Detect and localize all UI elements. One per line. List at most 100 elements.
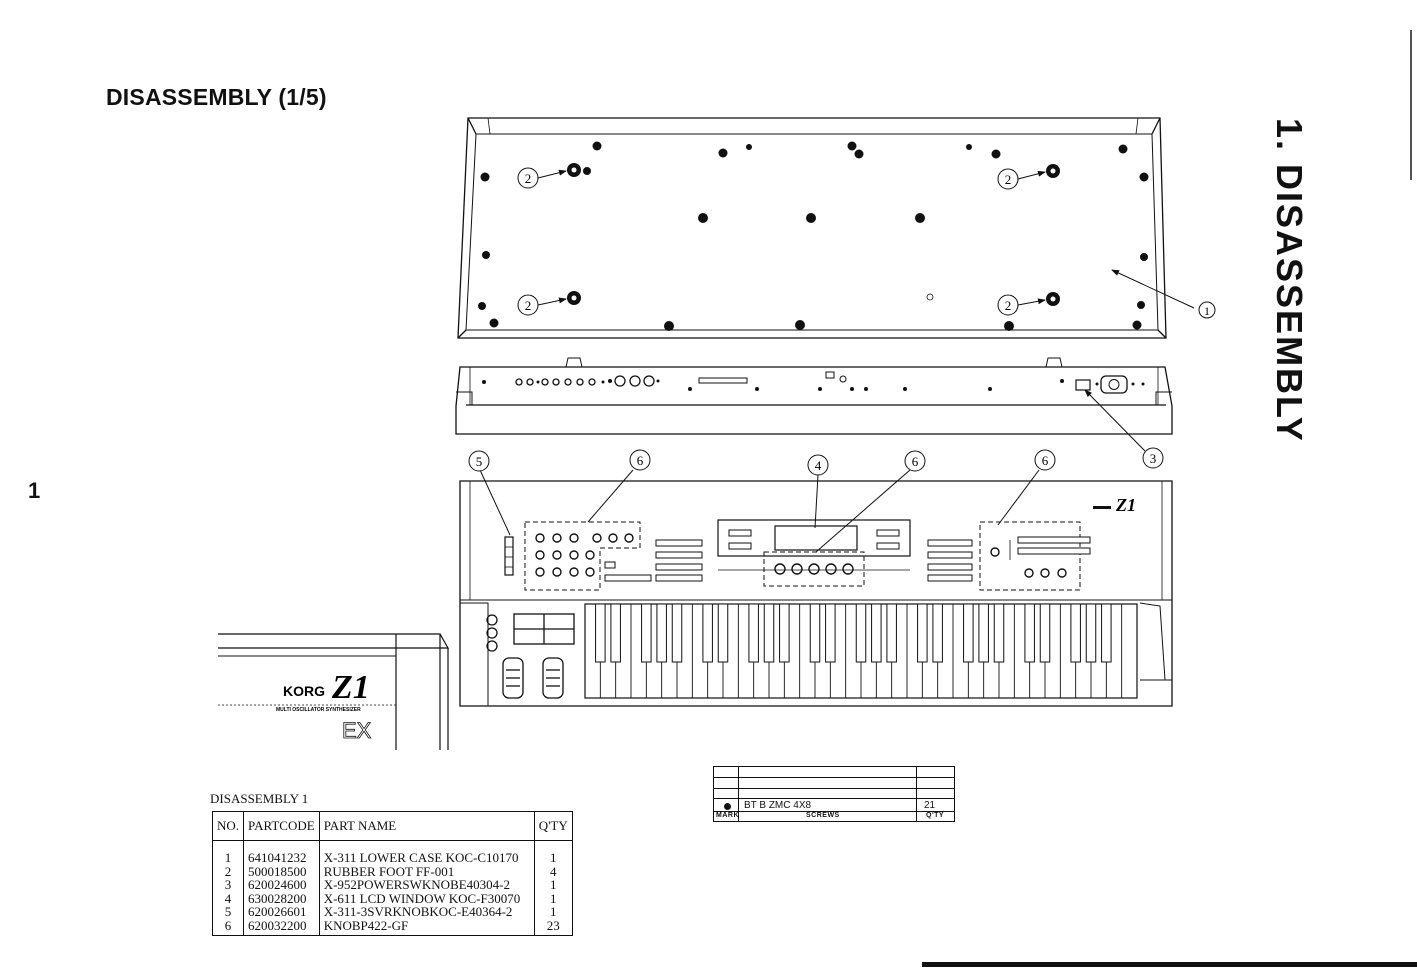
top-view-synthesizer — [459, 480, 1173, 707]
callout-2a: 2 — [517, 167, 539, 189]
top-view-model-text: Z1 — [1115, 495, 1136, 515]
cell-no: 1 — [211, 840, 245, 865]
cell-no: 2 — [211, 864, 245, 878]
section-side-title: 1. DISASSEMBLY — [1269, 118, 1310, 443]
logo-model-text: Z1 — [331, 669, 370, 706]
header-part-name: PART NAME — [318, 811, 535, 841]
black-key — [886, 603, 897, 663]
callout-2c-label: 2 — [525, 298, 532, 313]
screw-mark-label: MARK — [716, 812, 739, 819]
black-key — [641, 603, 652, 663]
black-key — [717, 603, 729, 663]
screw-table-rule — [714, 777, 954, 778]
rear-panel-jacks — [515, 375, 655, 387]
cell-no: 5 — [211, 905, 245, 919]
table-row: 3 620024600 X-952POWERSWKNOBE40304-2 1 — [211, 878, 573, 892]
table-row: 5 620026601 X-311-3SVRKNOBKOC-E40364-2 1 — [211, 905, 573, 919]
callout-3: 3 — [1142, 447, 1164, 469]
callout-2d: 2 — [997, 294, 1019, 316]
logo-brand-text: KORG — [283, 683, 325, 699]
screw-table-rule — [738, 767, 739, 821]
black-key — [748, 603, 759, 663]
callout-3-label: 3 — [1150, 451, 1157, 466]
black-key — [595, 603, 606, 663]
black-key — [1039, 603, 1051, 663]
screw-qty-label: Q'TY — [926, 812, 945, 819]
callout-1-label: 1 — [1204, 304, 1210, 318]
callout-2b-label: 2 — [1005, 172, 1012, 187]
black-key — [855, 603, 867, 663]
callout-arrows — [479, 169, 1195, 553]
side-margin-rule — [1410, 30, 1412, 180]
logo-detail-view — [218, 633, 450, 750]
panel-knobs — [535, 533, 1067, 578]
black-key — [993, 603, 1005, 663]
logo-variant-text: EX — [342, 718, 372, 743]
callout-2d-label: 2 — [1005, 298, 1012, 313]
cell-qty: 1 — [533, 905, 573, 919]
screw-screws-label: SCREWS — [806, 812, 840, 819]
wheels-and-joystick — [486, 613, 575, 699]
screw-table-rule — [714, 788, 954, 789]
black-key — [963, 603, 974, 663]
black-key — [932, 603, 943, 663]
cell-partcode: 630028200 — [243, 891, 320, 905]
callout-2a-label: 2 — [525, 171, 532, 186]
callout-6a-label: 6 — [637, 453, 644, 468]
cell-part-name: X-611 LCD WINDOW KOC-F30070 — [318, 891, 535, 905]
header-partcode: PARTCODE — [243, 811, 320, 841]
header-no: NO. — [211, 811, 245, 841]
screw-qty: 21 — [924, 800, 936, 811]
screw-mark-icon — [724, 803, 731, 810]
top-view-logo: Z1 — [1093, 495, 1136, 515]
black-key — [1085, 603, 1097, 663]
rear-panel-view — [455, 357, 1173, 435]
cell-partcode: 641041232 — [243, 840, 320, 865]
callout-2c: 2 — [517, 294, 539, 316]
cell-part-name: X-952POWERSWKNOBE40304-2 — [318, 878, 535, 892]
cell-part-name: X-311-3SVRKNOBKOC-E40364-2 — [318, 905, 535, 919]
lower-case-screw-holes — [478, 141, 1149, 331]
parts-table: NO. PARTCODE PART NAME Q'TY 1 641041232 … — [211, 811, 573, 936]
black-key — [917, 603, 928, 663]
callout-1: 1 — [1198, 301, 1216, 319]
bottom-rule — [922, 962, 1417, 967]
cell-partcode: 620024600 — [243, 878, 320, 892]
lower-case-bottom-view — [457, 117, 1167, 339]
black-key — [1101, 603, 1112, 663]
callout-6c-label: 6 — [1042, 453, 1049, 468]
cell-qty: 1 — [533, 878, 573, 892]
black-key — [1070, 603, 1081, 663]
table-row: 2 500018500 RUBBER FOOT FF-001 4 — [211, 864, 573, 878]
callout-6b-label: 6 — [912, 454, 919, 469]
header-qty: Q'TY — [533, 811, 573, 841]
screw-table-rule — [714, 811, 954, 812]
parts-table-caption: DISASSEMBLY 1 — [210, 791, 309, 806]
cell-qty: 1 — [533, 840, 573, 865]
callout-5-label: 5 — [476, 454, 483, 469]
callout-5: 5 — [468, 450, 490, 472]
black-key — [779, 603, 790, 663]
callout-6a: 6 — [629, 449, 651, 471]
callout-4-label: 4 — [815, 458, 822, 473]
callout-4: 4 — [807, 454, 829, 476]
black-key — [1024, 603, 1035, 663]
callout-6c: 6 — [1034, 449, 1056, 471]
cell-part-name: KNOBP422-GF — [318, 918, 535, 936]
cell-partcode: 500018500 — [243, 864, 320, 878]
logo-badge: KORG Z1 MULTI OSCILLATOR SYNTHESIZER EX — [276, 669, 372, 743]
screw-table-rule — [916, 767, 917, 821]
black-key — [809, 603, 821, 663]
black-key — [763, 603, 775, 663]
black-key — [825, 603, 836, 663]
table-row: 1 641041232 X-311 LOWER CASE KOC-C10170 … — [211, 840, 573, 865]
panel-button-rows — [604, 529, 1091, 582]
callout-6b: 6 — [904, 450, 926, 472]
black-key — [671, 603, 683, 663]
cell-no: 3 — [211, 878, 245, 892]
callout-2b: 2 — [997, 168, 1019, 190]
keyboard-keys — [584, 603, 1138, 699]
cell-part-name: RUBBER FOOT FF-001 — [318, 864, 535, 878]
logo-subtitle-text: MULTI OSCILLATOR SYNTHESIZER — [276, 707, 361, 713]
